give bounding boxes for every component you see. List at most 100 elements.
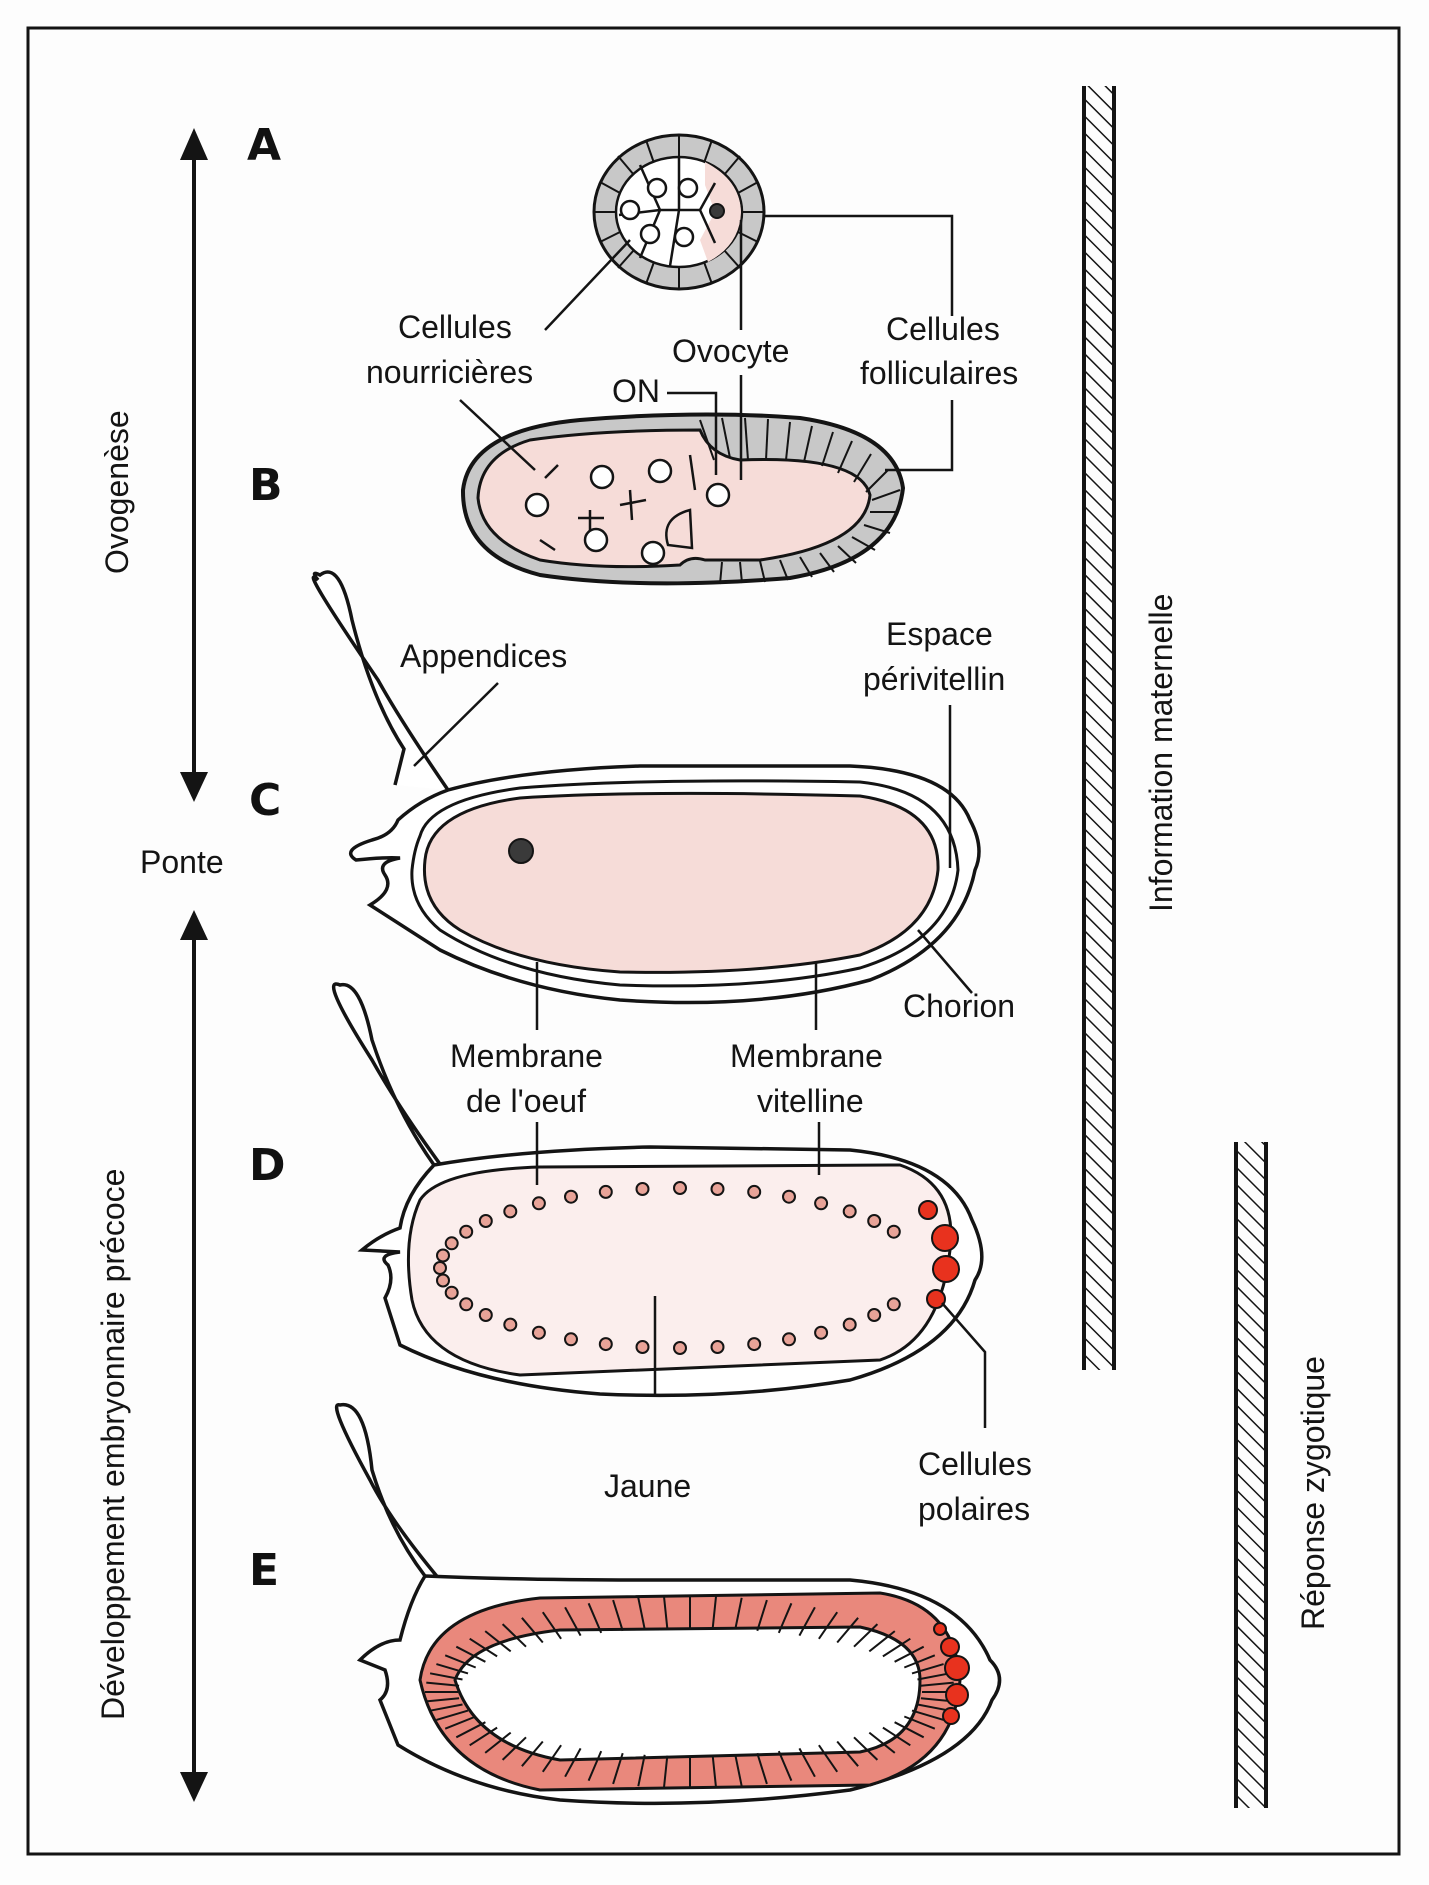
cell-wall: [663, 1596, 669, 1629]
cell-wall: [853, 1736, 879, 1761]
cell-wall: [564, 1606, 582, 1637]
label-oocyte: Ovocyte: [672, 333, 789, 369]
cell-wall: [444, 1654, 477, 1669]
label-perivitelline-space-1: Espace: [886, 616, 993, 652]
nucleus: [598, 1184, 613, 1199]
pole-cells-d: [918, 1200, 960, 1309]
label-perivitelline-space-2: périvitellin: [863, 661, 1005, 697]
cell-wall: [734, 1597, 743, 1630]
stage-d-syncytial-blastoderm: [331, 982, 984, 1398]
nucleus: [444, 1285, 459, 1300]
nucleus: [867, 1214, 882, 1228]
label-chorion: Chorion: [903, 988, 1015, 1024]
label-nurse-cells-2: nourricières: [366, 354, 533, 390]
nucleus: [782, 1332, 796, 1347]
stage-b-egg-chamber: [460, 412, 906, 586]
cell-wall: [612, 1599, 624, 1632]
leader-lines-ab: [459, 214, 954, 480]
cell-wall: [637, 1597, 646, 1630]
cell-wall: [836, 1740, 859, 1767]
cell-wall: [756, 1752, 768, 1785]
cell-wall: [469, 1637, 498, 1658]
pole-cells-e: [933, 1622, 970, 1725]
nucleus: [531, 1196, 546, 1211]
cell-wall: [564, 1747, 582, 1778]
nucleus: [710, 1182, 725, 1196]
cell-wall: [818, 1744, 839, 1773]
cell-wall: [711, 1755, 717, 1788]
maternal-information-bar: [1082, 86, 1116, 1370]
arrow-head-up-icon: [180, 910, 208, 940]
cell-wall: [868, 1731, 896, 1754]
cell-wall: [663, 1755, 669, 1788]
cell-wall: [882, 1637, 911, 1658]
label-nurse-cells-1: Cellules: [398, 309, 512, 345]
cell-wall: [777, 1602, 793, 1634]
label-follicle-cells-1: Cellules: [886, 311, 1000, 347]
nucleus: [478, 1214, 493, 1228]
cell-wall: [894, 1721, 925, 1739]
cell-wall: [587, 1750, 603, 1782]
cell-wall: [455, 1645, 486, 1663]
nucleus: [747, 1337, 762, 1352]
cell-wall: [426, 1681, 460, 1687]
nucleus: [564, 1189, 578, 1204]
cell-wall: [455, 1721, 486, 1739]
cell-wall: [882, 1726, 911, 1747]
stage-letter-b: B: [249, 460, 283, 511]
label-vitelline-membrane-1: Membrane: [730, 1038, 883, 1074]
label-zygotic-response: Réponse zygotique: [1295, 1356, 1331, 1630]
stage-a-egg-chamber: [592, 133, 766, 291]
cell-wall: [734, 1754, 743, 1787]
cell-wall: [903, 1715, 936, 1730]
nucleus: [710, 1340, 725, 1354]
label-appendices: Appendices: [400, 638, 567, 674]
cell-wall: [429, 1703, 463, 1712]
nucleus: [814, 1196, 829, 1211]
figure-frame: [26, 26, 1401, 1856]
label-pole-cells-2: polaires: [918, 1491, 1030, 1527]
early-development-arrow: [180, 910, 208, 1802]
nucleus: [564, 1332, 578, 1347]
cell-wall: [911, 1663, 944, 1675]
cell-wall: [920, 1681, 954, 1687]
stage-c-laid-egg: [311, 570, 981, 1005]
nucleus: [459, 1224, 474, 1239]
leader-lines-c: [413, 682, 973, 1030]
cell-wall: [798, 1606, 816, 1637]
cell-wall: [429, 1672, 463, 1681]
cell-wall: [426, 1697, 460, 1703]
cell-wall: [798, 1747, 816, 1778]
stage-letter-a: A: [247, 120, 281, 171]
label-egg-membrane-1: Membrane: [450, 1038, 603, 1074]
cell-wall: [868, 1630, 896, 1653]
label-yolk: Jaune: [604, 1468, 691, 1504]
label-on: ON: [612, 373, 660, 409]
cell-wall: [612, 1752, 624, 1785]
label-egg-membrane-2: de l'oeuf: [466, 1083, 586, 1119]
cell-wall: [469, 1726, 498, 1747]
nucleus: [886, 1224, 901, 1239]
stage-letter-e: E: [249, 1545, 279, 1596]
nucleus: [886, 1297, 901, 1312]
nucleus: [433, 1261, 447, 1275]
label-pole-cells-1: Cellules: [918, 1446, 1032, 1482]
cell-wall: [436, 1709, 469, 1721]
cell-wall: [853, 1623, 879, 1648]
nucleus: [782, 1189, 796, 1204]
nucleus: [673, 1181, 687, 1195]
nucleus: [531, 1325, 546, 1340]
nucleus: [867, 1308, 882, 1322]
cell-wall: [894, 1645, 925, 1663]
ovogenesis-arrow: [180, 128, 208, 802]
cell-wall: [501, 1736, 527, 1761]
cell-wall: [917, 1703, 951, 1712]
nucleus: [635, 1340, 650, 1354]
nucleus: [444, 1236, 459, 1251]
nucleus: [503, 1204, 518, 1219]
cell-wall: [711, 1596, 717, 1629]
stage-e-cellular-blastoderm: [334, 1403, 1002, 1806]
nucleus: [436, 1273, 450, 1288]
cell-wall: [541, 1744, 562, 1773]
